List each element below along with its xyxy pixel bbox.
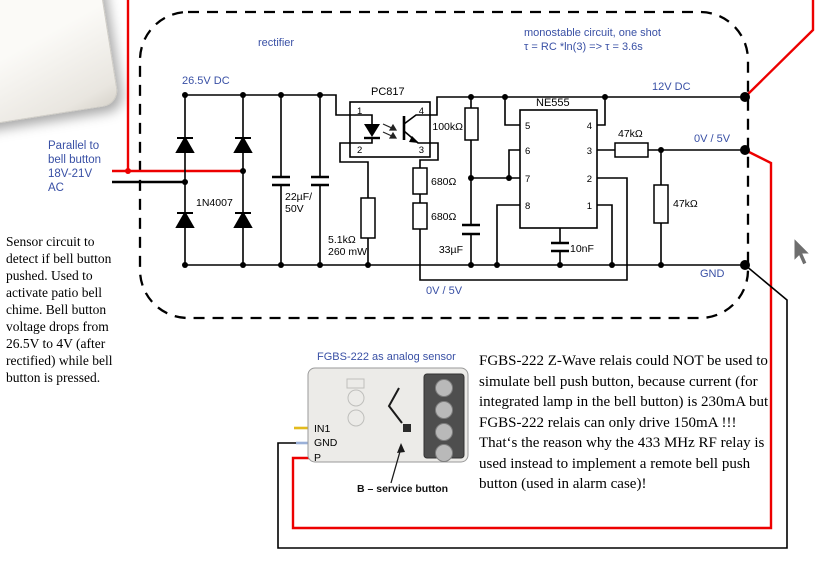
fgbs-222-device: FGBS-222 as analog sensor IN1 GND P B – …	[277, 264, 788, 549]
ne555-pin-2: 2	[587, 174, 592, 185]
mouse-cursor	[793, 236, 812, 266]
resistor-5k1	[360, 197, 376, 239]
resistor-680-bottom-label: 680Ω	[431, 211, 457, 223]
resistor-5k1-power: 260 mW	[328, 246, 367, 258]
ne555-pin-5: 5	[525, 121, 530, 132]
device-markings	[346, 378, 365, 427]
terminal-p-label: P	[314, 452, 321, 464]
monostable-title: monostable circuit, one shot	[524, 27, 661, 39]
ne555-timer: 5 6 7 8 4 3 2 1	[519, 109, 598, 229]
diode-1n4007-label: 1N4007	[196, 197, 233, 209]
ne555-pin-6: 6	[525, 146, 530, 157]
phototransistor-symbol	[402, 114, 430, 144]
led-symbol	[364, 124, 380, 137]
node-12v	[740, 92, 750, 102]
wire-red-output-to-fgbs	[291, 148, 773, 530]
right-description-note: FGBS-222 Z-Wave relais could NOT be used…	[479, 353, 769, 492]
terminal-gnd-label: GND	[314, 437, 338, 449]
pc817-label: PC817	[371, 86, 405, 98]
ne555-pin-4: 4	[587, 121, 592, 132]
resistor-47k-series-label: 47kΩ	[618, 128, 643, 140]
ne555-pin-1: 1	[587, 201, 592, 212]
rail-12v-label: 12V DC	[652, 81, 691, 93]
cap-10nf-label: 10nF	[570, 243, 594, 255]
bridge-rectifier-diodes	[175, 135, 253, 228]
pc817-pin-4: 4	[419, 106, 424, 117]
resistor-5k1-label: 5.1kΩ	[328, 234, 356, 246]
service-label-arrowhead	[397, 443, 405, 453]
resistor-680-top	[412, 167, 428, 195]
ne555-pin-8: 8	[525, 201, 530, 212]
service-label-arrow	[390, 447, 402, 484]
terminal-screws	[435, 379, 453, 462]
resistor-100k-label: 100kΩ	[432, 121, 463, 133]
terminal-in1-label: IN1	[314, 423, 331, 435]
filter-cap-label: 22µF/	[285, 191, 312, 203]
output-0v5v-label: 0V / 5V	[694, 133, 731, 145]
trigger-0v5v-label: 0V / 5V	[426, 285, 463, 297]
resistor-47k-load	[653, 184, 669, 224]
resistor-47k-series	[614, 142, 649, 158]
resistor-680-bottom	[412, 202, 428, 230]
rectifier-section-label: rectifier	[258, 37, 294, 49]
fgbs-label: FGBS-222 as analog sensor	[317, 351, 456, 363]
junction-dots	[182, 92, 750, 270]
service-button-pointer	[387, 387, 403, 424]
resistor-47k-load-label: 47kΩ	[673, 198, 698, 210]
service-button-label: B – service button	[357, 483, 448, 495]
light-arrows	[382, 123, 398, 139]
wire-red-top-supply	[744, 0, 815, 98]
wire-gnd-to-fgbs	[277, 264, 788, 549]
pc817-pin-3: 3	[419, 145, 424, 156]
sensor-circuit-boundary	[138, 10, 750, 320]
left-description-note: Sensor circuit to detect if bell button …	[6, 234, 113, 385]
service-button	[403, 424, 411, 432]
ne555-label: NE555	[536, 97, 570, 109]
parallel-note: Parallel to bell button 18V-21V AC	[48, 140, 102, 194]
monostable-formula: τ = RC *ln(3) => τ = 3.6s	[524, 41, 643, 53]
wires-main	[184, 94, 745, 281]
pc817-pin-1: 1	[357, 106, 362, 117]
filter-cap-voltage: 50V	[285, 203, 304, 215]
pc817-pin-2: 2	[357, 145, 362, 156]
capacitor-plates	[272, 175, 569, 253]
red-wires	[112, 0, 815, 530]
cap-33uf-label2: 33µF	[439, 244, 463, 256]
resistors	[360, 107, 669, 239]
red-junction-dot	[125, 168, 131, 174]
ne555-pin-3: 3	[587, 146, 592, 157]
resistor-100k	[464, 107, 479, 141]
node-output	[740, 145, 750, 155]
ne555-box	[519, 109, 598, 229]
pc817-optocoupler: 1 2 4 3	[349, 101, 431, 158]
ne555-pin-7: 7	[525, 174, 530, 185]
rail-26v5-label: 26.5V DC	[182, 75, 230, 87]
gnd-label: GND	[700, 268, 725, 280]
pc817-box	[349, 101, 431, 158]
resistor-680-top-label: 680Ω	[431, 176, 457, 188]
